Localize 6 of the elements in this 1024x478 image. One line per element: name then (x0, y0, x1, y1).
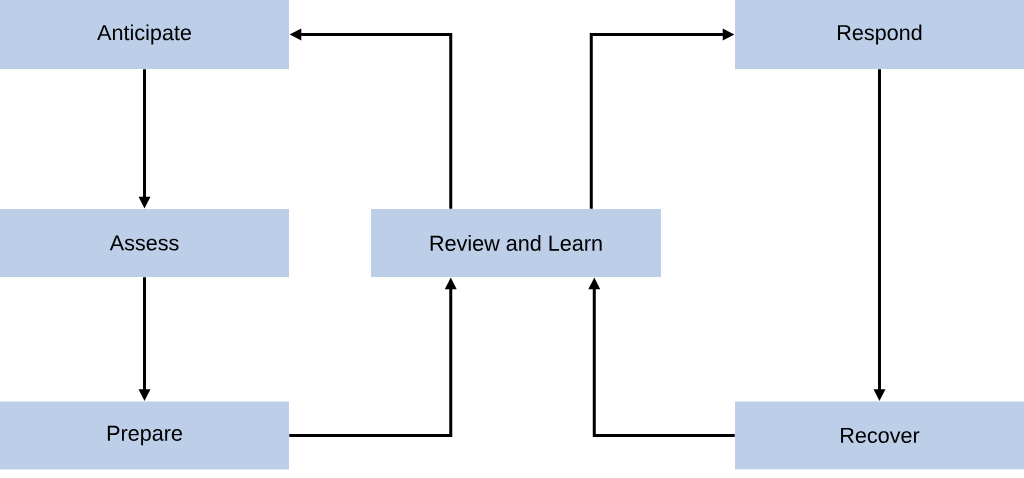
process-box: Anticipate (0, 0, 289, 69)
process-box: Recover (735, 401, 1024, 470)
process-box: Prepare (0, 401, 289, 470)
process-box: Review and Learn (371, 209, 661, 277)
process-box: Respond (735, 0, 1024, 69)
process-box: Assess (0, 209, 289, 277)
